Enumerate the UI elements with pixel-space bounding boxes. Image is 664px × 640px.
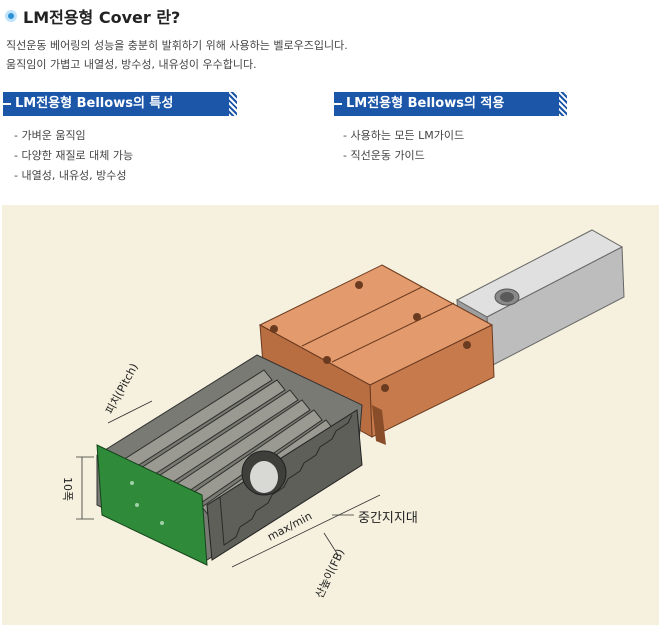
description-line-2: 움직임이 가볍고 내열성, 방수성, 내유성이 우수합니다. [6, 58, 257, 71]
dash-icon [334, 103, 342, 105]
dash-icon [3, 103, 11, 105]
bellows-diagram: 피치(Pitch) 10폭 max/min 중간지지대 산높이(FB) [2, 205, 659, 625]
list-item: - 사용하는 모든 LM가이드 [343, 129, 465, 142]
applications-title: LM전용형 Bellows의 적용 [346, 96, 505, 111]
list-item: - 가벼운 움직임 [14, 129, 86, 142]
features-title: LM전용형 Bellows의 특성 [15, 96, 174, 111]
features-header-bar: LM전용형 Bellows의 특성 [3, 92, 237, 116]
features-list: - 가벼운 움직임 - 다양한 재질로 대체 가능 - 내열성, 내유성, 방수… [14, 126, 133, 186]
applications-header-bar: LM전용형 Bellows의 적용 [334, 92, 567, 116]
height-label: 산높이(FB) [313, 547, 347, 600]
description-line-1: 직선운동 베어링의 성능을 충분히 발휘하기 위해 사용하는 벨로우즈입니다. [6, 39, 348, 52]
bellows-body [96, 354, 363, 561]
list-item: - 내열성, 내유성, 방수성 [14, 169, 127, 182]
support-label: 중간지지대 [358, 511, 418, 526]
stripe-decoration [229, 92, 237, 116]
bullet-circle-icon [5, 10, 17, 22]
applications-list: - 사용하는 모든 LM가이드 - 직선운동 가이드 [343, 126, 464, 166]
width-label: 10폭 [61, 477, 74, 501]
page-title: LM전용형 Cover 란? [23, 8, 181, 27]
list-item: - 다양한 재질로 대체 가능 [14, 149, 134, 162]
pitch-label: 피치(Pitch) [103, 361, 141, 416]
end-plate [96, 444, 208, 566]
section-heading: LM전용형 Cover 란? [5, 4, 180, 28]
bellows-illustration: 피치(Pitch) 10폭 max/min 중간지지대 산높이(FB) [61, 229, 625, 600]
stripe-decoration [559, 92, 567, 116]
dimension-lines [76, 400, 381, 568]
list-item: - 직선운동 가이드 [343, 149, 425, 162]
